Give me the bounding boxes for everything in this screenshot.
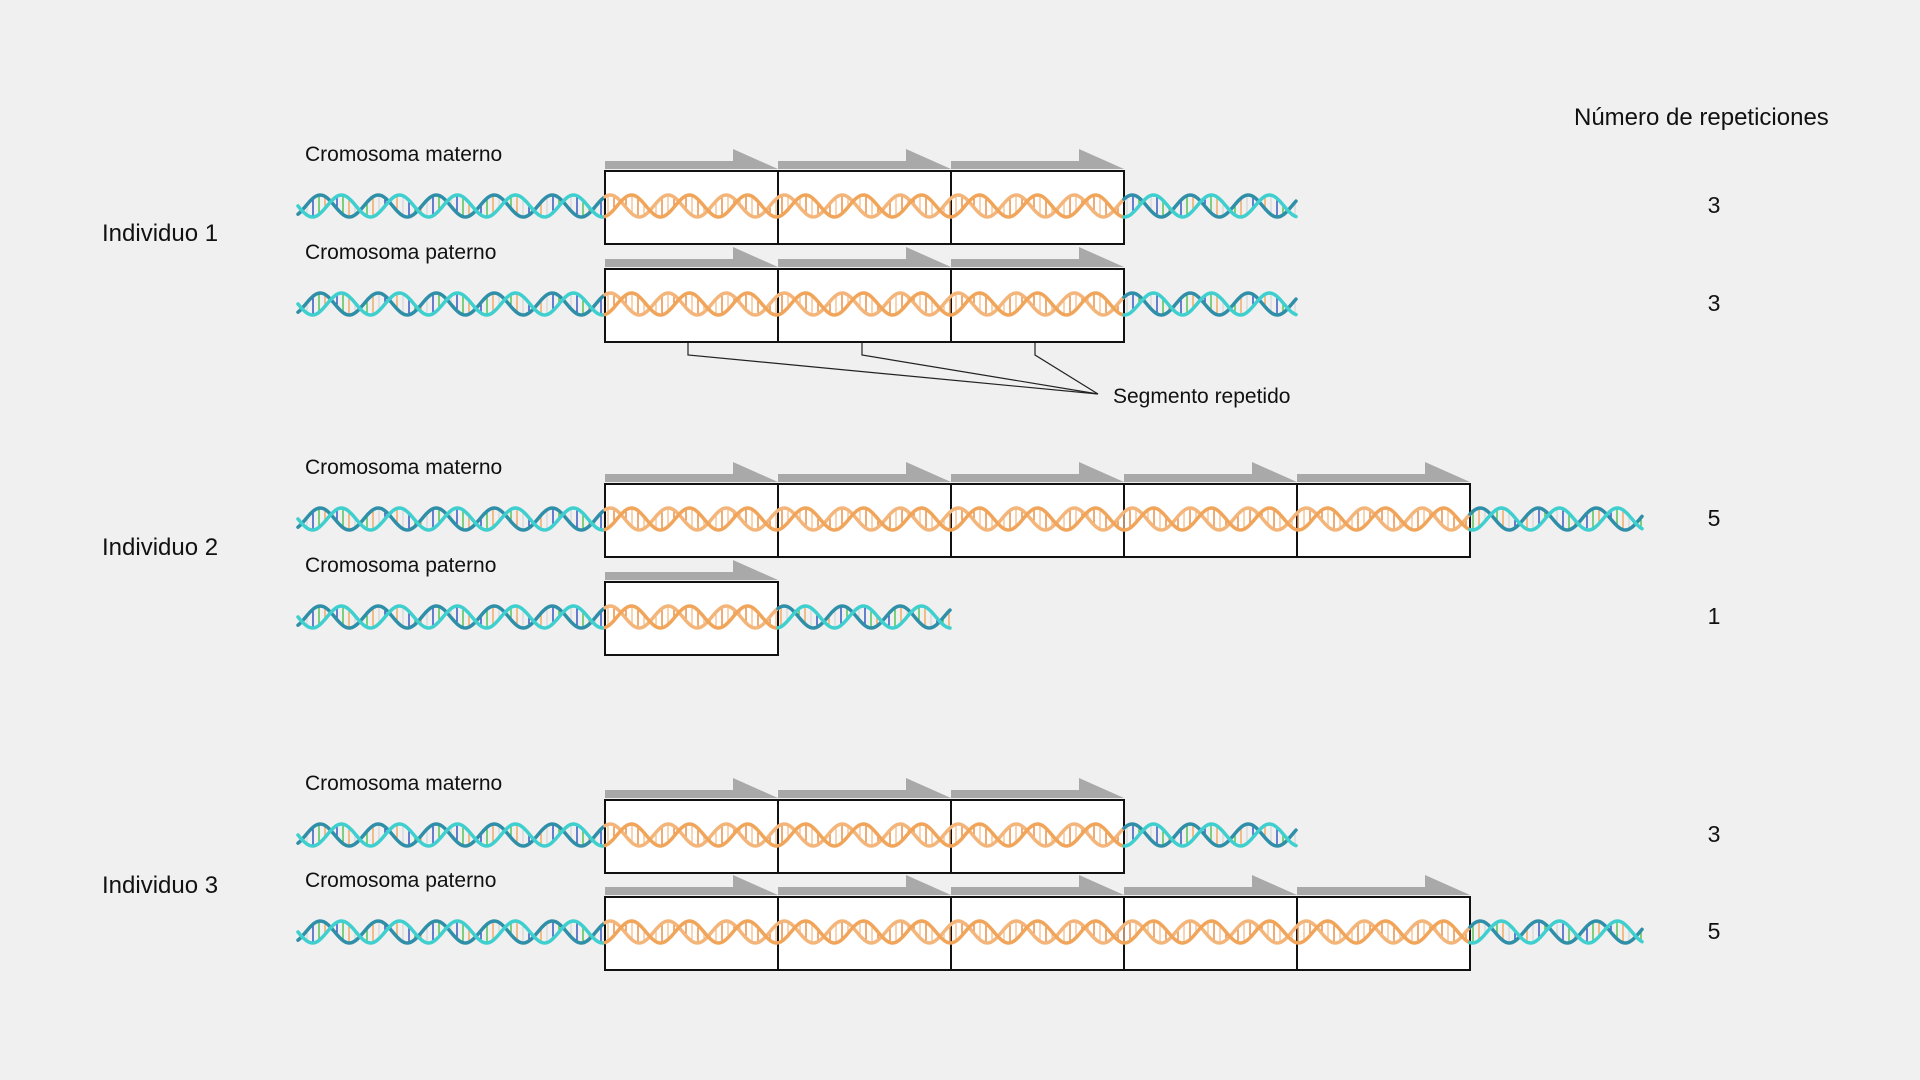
- individual-label: Individuo 3: [102, 872, 219, 899]
- direction-arrow: [1124, 462, 1297, 482]
- repeat-segment: [777, 149, 952, 245]
- chromosome-label: Cromosoma materno: [305, 143, 503, 166]
- repeat-segment: [604, 560, 779, 656]
- dna-flank-right: [1122, 291, 1298, 317]
- repeat-segment: [777, 875, 952, 971]
- repeat-count: 3: [1707, 290, 1721, 316]
- pointer-line: [687, 343, 1099, 395]
- direction-arrow: [951, 778, 1124, 798]
- repeated-segment-label: Segmento repetido: [1113, 385, 1291, 408]
- repeat-segment: [950, 149, 1125, 245]
- chromosome-label: Cromosoma materno: [305, 772, 503, 795]
- direction-arrow: [1124, 875, 1297, 895]
- chromosome-label: Cromosoma materno: [305, 456, 503, 479]
- dna-repeat: [603, 506, 1471, 532]
- direction-arrow: [605, 462, 778, 482]
- pointer-line: [1034, 343, 1099, 395]
- direction-arrow: [951, 247, 1124, 267]
- repeat-segment: [1296, 462, 1471, 558]
- dna-flank-right: [1468, 919, 1644, 945]
- chromosome-label: Cromosoma paterno: [305, 869, 497, 892]
- direction-arrow: [605, 149, 778, 169]
- repeat-segment: [777, 247, 952, 343]
- dna-flank-right: [1122, 822, 1298, 848]
- dna-flank-left: [296, 291, 606, 317]
- repeat-segment: [1296, 875, 1471, 971]
- dna-flank-left: [296, 506, 606, 532]
- chromosome-label: Cromosoma paterno: [305, 554, 497, 577]
- direction-arrow: [605, 875, 778, 895]
- direction-arrow: [1297, 875, 1470, 895]
- repeat-count: 3: [1707, 192, 1721, 218]
- direction-arrow: [605, 778, 778, 798]
- dna-repeat: [603, 822, 1125, 848]
- dna-flank-right: [776, 604, 952, 630]
- repeat-segment: [950, 778, 1125, 874]
- direction-arrow: [605, 560, 778, 580]
- dna-flank-right: [1468, 506, 1644, 532]
- repeat-count: 1: [1707, 603, 1721, 629]
- repeat-count: 5: [1707, 918, 1721, 944]
- repeat-segment: [777, 462, 952, 558]
- direction-arrow: [951, 875, 1124, 895]
- dna-flank-left: [296, 919, 606, 945]
- individual-label: Individuo 2: [102, 534, 219, 561]
- direction-arrow: [778, 778, 951, 798]
- pointer-line: [861, 343, 1099, 395]
- dna-repeat: [603, 604, 779, 630]
- dna-flank-left: [296, 604, 606, 630]
- dna-repeat: [603, 193, 1125, 219]
- direction-arrow: [778, 149, 951, 169]
- repeat-segment: [777, 778, 952, 874]
- dna-flank-left: [296, 822, 606, 848]
- repeats-column-header: Número de repeticiones: [1574, 104, 1829, 131]
- dna-flank-left: [296, 193, 606, 219]
- repeat-count: 5: [1707, 505, 1721, 531]
- direction-arrow: [1297, 462, 1470, 482]
- direction-arrow: [605, 247, 778, 267]
- individual-label: Individuo 1: [102, 220, 219, 247]
- repeat-count: 3: [1707, 821, 1721, 847]
- direction-arrow: [778, 247, 951, 267]
- chromosome-label: Cromosoma paterno: [305, 241, 497, 264]
- direction-arrow: [778, 875, 951, 895]
- repeat-segment: [1123, 875, 1298, 971]
- direction-arrow: [951, 149, 1124, 169]
- dna-repeat: [603, 291, 1125, 317]
- dna-repeat: [603, 919, 1471, 945]
- direction-arrow: [778, 462, 951, 482]
- dna-flank-right: [1122, 193, 1298, 219]
- direction-arrow: [951, 462, 1124, 482]
